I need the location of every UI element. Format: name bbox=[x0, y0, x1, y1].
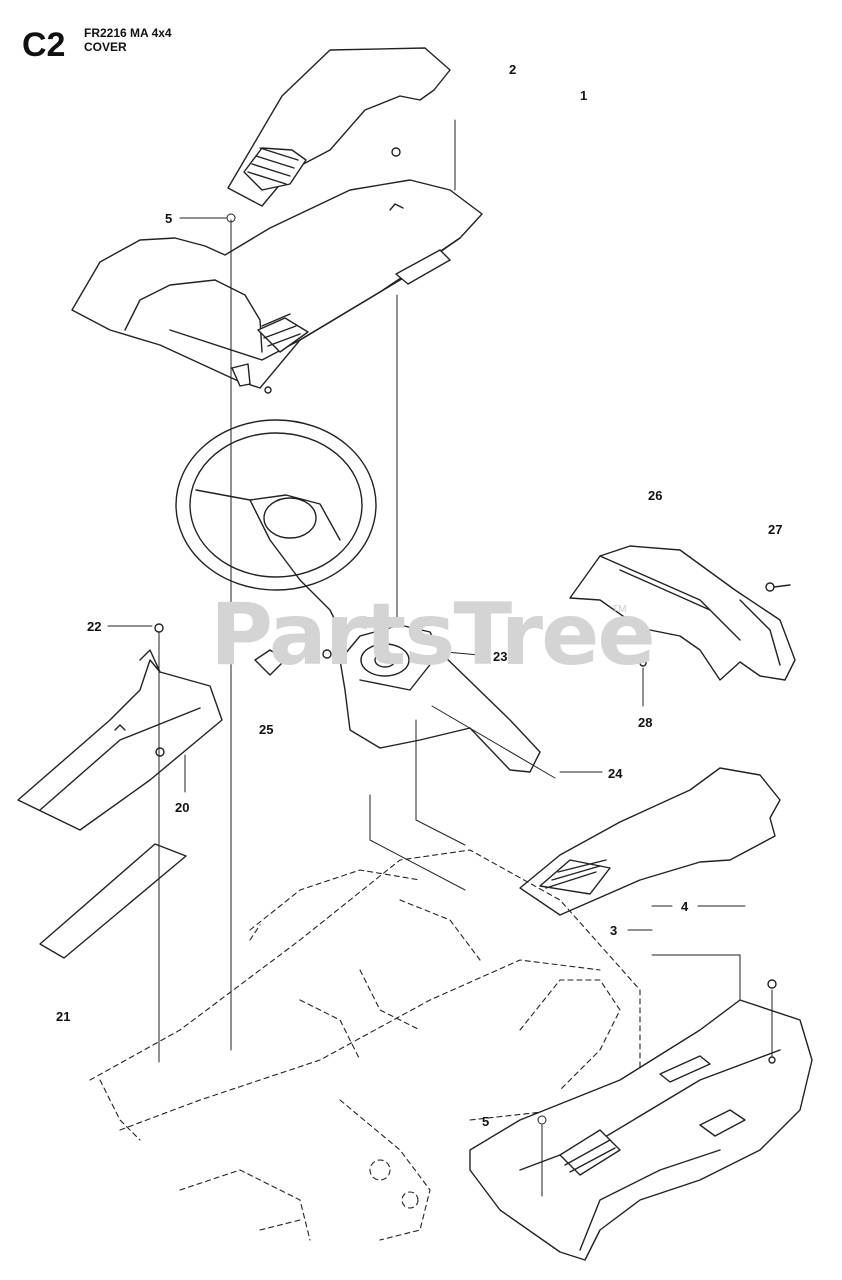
watermark: PartsTree bbox=[210, 585, 656, 685]
callout-22: 22 bbox=[87, 619, 102, 634]
chassis-frame bbox=[89, 849, 641, 1241]
left-floor-panel bbox=[17, 623, 223, 831]
steering-wheel bbox=[175, 419, 377, 676]
top-floor-mat bbox=[227, 47, 451, 207]
watermark-trademark: TM bbox=[612, 604, 627, 615]
callout-1: 1 bbox=[580, 88, 588, 103]
callout-3: 3 bbox=[610, 923, 618, 938]
section-code: C2 bbox=[22, 26, 66, 64]
left-strip bbox=[39, 843, 187, 959]
section-name: COVER bbox=[84, 40, 127, 54]
right-side-cover bbox=[569, 545, 796, 681]
top-fender-cover bbox=[71, 147, 483, 394]
right-floor-mat bbox=[519, 767, 781, 916]
callout-21: 21 bbox=[56, 1009, 71, 1024]
callout-5-bottom: 5 bbox=[482, 1114, 490, 1129]
rear-fender-cover bbox=[469, 979, 813, 1261]
model-name: FR2216 MA 4x4 bbox=[84, 26, 172, 40]
callout-25: 25 bbox=[259, 722, 274, 737]
leader-lines bbox=[107, 119, 773, 1197]
callout-28: 28 bbox=[638, 715, 653, 730]
callout-26: 26 bbox=[648, 488, 663, 503]
callout-23: 23 bbox=[493, 649, 508, 664]
callout-27: 27 bbox=[768, 522, 783, 537]
callout-20: 20 bbox=[175, 800, 190, 815]
callout-24: 24 bbox=[608, 766, 623, 781]
callout-5-top: 5 bbox=[165, 211, 173, 226]
callout-2: 2 bbox=[509, 62, 517, 77]
callout-4: 4 bbox=[681, 899, 689, 914]
steering-column-cover bbox=[322, 624, 541, 773]
